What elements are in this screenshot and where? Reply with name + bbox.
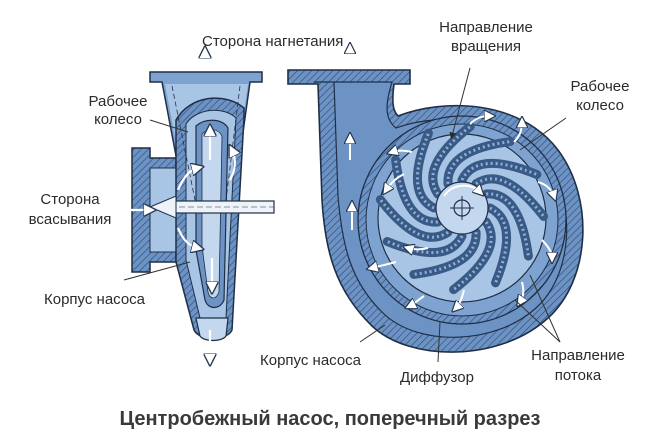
- figure-caption: Центробежный насос, поперечный разрез: [120, 408, 541, 430]
- impeller-blade-hatch: [413, 232, 478, 276]
- label-suction-2: всасывания: [29, 211, 112, 228]
- impeller-blade-hatch: [486, 192, 530, 257]
- impeller-blade-hatch: [394, 159, 438, 224]
- label-suction-1: Сторона: [40, 191, 100, 208]
- impeller-blade-hatch: [416, 132, 435, 210]
- front-section: [287, 48, 584, 353]
- label-diffuser: Диффузор: [400, 369, 474, 386]
- label-flow-2: потока: [555, 367, 602, 384]
- impeller-blades: [375, 121, 549, 295]
- impeller-blade-hatch: [431, 125, 472, 195]
- label-housing-right: Корпус насоса: [260, 352, 362, 369]
- leader-lines: [123, 67, 567, 363]
- label-rotation-2: вращения: [451, 38, 521, 55]
- impeller-blade-hatch: [452, 221, 493, 291]
- label-housing-left: Корпус насоса: [44, 291, 146, 308]
- label-impeller-left-2: колесо: [94, 111, 142, 128]
- impeller-blade-hatch: [489, 206, 508, 284]
- impeller-blade-hatch: [475, 177, 545, 218]
- impeller-blade-hatch: [460, 162, 538, 181]
- side-section: [112, 52, 275, 360]
- label-impeller-right-1: Рабочее: [571, 78, 630, 95]
- impeller-blade-hatch: [386, 235, 464, 254]
- label-discharge-side: Сторона нагнетания: [202, 33, 343, 50]
- label-impeller-right-2: колесо: [576, 97, 624, 114]
- impeller-blade-hatch: [379, 198, 449, 239]
- impeller-blade-hatch: [446, 140, 511, 184]
- label-impeller-left-1: Рабочее: [89, 93, 148, 110]
- label-flow-1: Направление: [531, 347, 625, 364]
- shaft: [169, 200, 275, 214]
- label-rotation-1: Направление: [439, 19, 533, 36]
